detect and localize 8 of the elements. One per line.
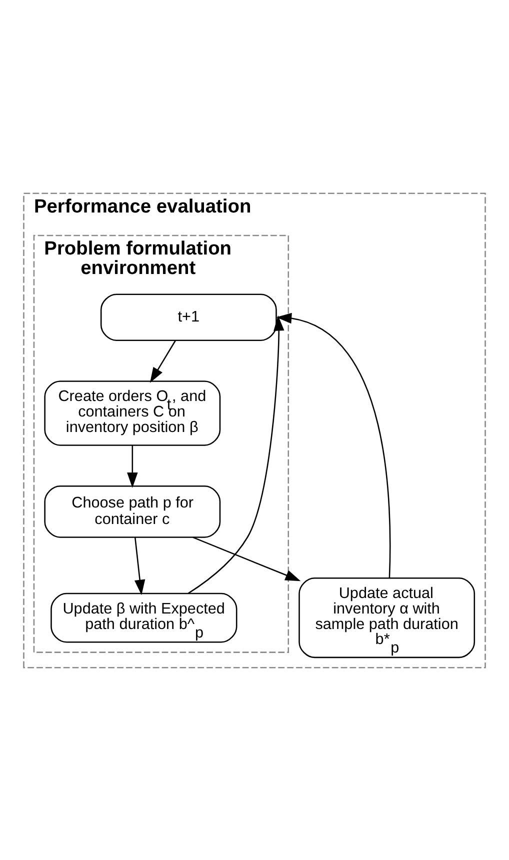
arrow (192, 536, 301, 581)
arrow (150, 340, 176, 382)
node-box: t+1 (100, 293, 277, 340)
arrow (276, 312, 391, 578)
node-box: Choose path p for container c (44, 484, 221, 538)
arrow (188, 314, 284, 594)
arrow (127, 444, 138, 488)
arrow (134, 536, 146, 595)
